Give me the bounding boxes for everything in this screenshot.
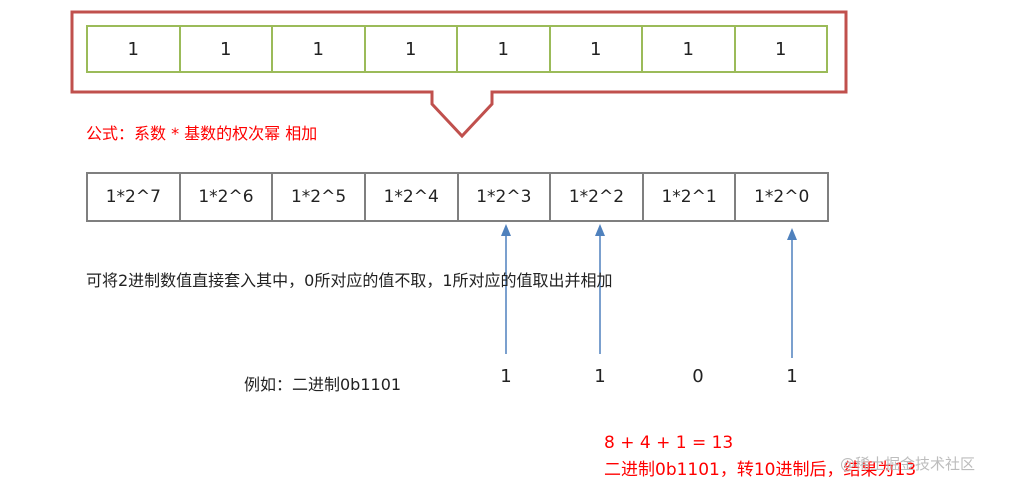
bit-cell: 1 (366, 27, 458, 71)
power-cell: 1*2^4 (366, 174, 459, 220)
example-label: 例如：二进制0b1101 (244, 375, 402, 394)
example-bit: 1 (786, 366, 798, 387)
bit-cell: 1 (643, 27, 736, 71)
power-cell: 1*2^1 (644, 174, 737, 220)
outer-frame-arrow (70, 10, 848, 139)
powers-row: 1*2^7 1*2^6 1*2^5 1*2^4 1*2^3 1*2^2 1*2^… (86, 172, 829, 222)
power-cell: 1*2^3 (459, 174, 552, 220)
arrow-bit-0 (787, 228, 797, 358)
power-cell: 1*2^7 (88, 174, 181, 220)
example-bit: 1 (500, 366, 512, 387)
bit-cell: 1 (458, 27, 551, 71)
power-cell: 1*2^6 (181, 174, 274, 220)
bit-cell: 1 (181, 27, 273, 71)
arrow-bit-3 (501, 224, 511, 354)
result-text: 二进制0b1101，转10进制后，结果为13 (604, 460, 917, 480)
bit-cell: 1 (551, 27, 643, 71)
power-cell: 1*2^0 (754, 187, 810, 207)
binary-bits-row: 1 1 1 1 1 1 1 1 (86, 25, 828, 73)
arrow-bit-2 (595, 224, 605, 354)
bit-cell: 1 (88, 27, 181, 71)
power-cell: 1*2^5 (273, 174, 366, 220)
result-sum: 8 + 4 + 1 = 13 (604, 433, 734, 453)
formula-title: 公式：系数 * 基数的权次幂 相加 (86, 124, 318, 143)
watermark: @稀土掘金技术社区 (840, 455, 976, 473)
power-cell: 1*2^2 (551, 174, 644, 220)
bit-cell: 1 (273, 27, 366, 71)
bit-cell: 1 (775, 38, 787, 60)
explanation-text: 可将2进制数值直接套入其中，0所对应的值不取，1所对应的值取出并相加 (86, 271, 613, 290)
example-bit: 1 (594, 366, 606, 387)
example-bit: 0 (692, 366, 704, 387)
